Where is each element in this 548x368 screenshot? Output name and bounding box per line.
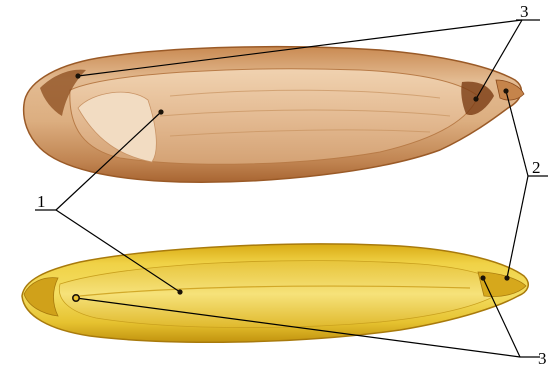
dot-tip-bottom [504,275,509,280]
dehulled-grain [22,244,528,342]
hulled-grain [24,47,524,182]
label-2-leader-bottom [507,176,528,278]
dot-end-bottom-left [73,295,79,301]
dot-end-top-left [75,73,80,78]
dot-tip-top [503,88,508,93]
dot-end-bottom-right [480,275,485,280]
label-3-top: 3 [520,2,529,21]
label-3-bottom: 3 [538,349,547,368]
dot-kernel-top [158,109,163,114]
label-2-leader-top [506,91,528,176]
label-2: 2 [532,158,541,177]
label-1: 1 [37,192,46,211]
dot-end-top-right [473,96,478,101]
hulled-grain-tip [496,80,524,100]
dot-kernel-bottom [177,289,182,294]
